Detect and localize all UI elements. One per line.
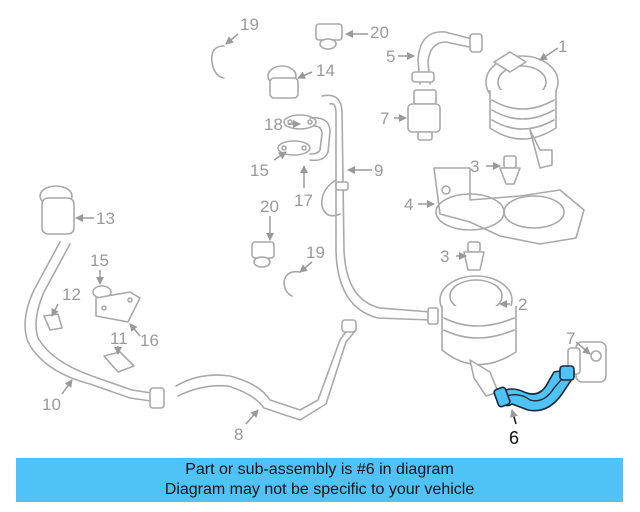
callout-4: 4	[404, 195, 413, 214]
part-10-hose[interactable]	[24, 241, 165, 409]
callout-19-upper: 19	[240, 15, 259, 34]
part-12-clip[interactable]	[43, 313, 63, 331]
callout-2: 2	[518, 295, 527, 314]
leader-12	[51, 303, 59, 317]
callout-16: 16	[140, 331, 159, 350]
callout-15-lower: 15	[90, 251, 109, 270]
callout-7-upper: 7	[380, 109, 389, 128]
callout-14: 14	[316, 61, 335, 80]
leader-lines	[51, 30, 591, 425]
part-16-bracket[interactable]	[95, 291, 141, 323]
part-5-hose[interactable]	[411, 31, 483, 85]
leader-15a	[273, 151, 287, 161]
leader-16	[129, 323, 141, 337]
callout-19-lower: 19	[306, 243, 325, 262]
part-2-pump[interactable]	[439, 275, 517, 397]
callout-labels: 1 2 3 3 4 5 6 7 7 8 9 10 11 12 13 14 15 …	[42, 15, 575, 448]
leader-19b	[299, 261, 313, 273]
parts-diagram: 1 2 3 3 4 5 6 7 7 8 9 10 11 12 13 14 15 …	[24, 15, 607, 448]
callout-20-upper: 20	[370, 23, 389, 42]
part-17-pipe[interactable]	[309, 116, 331, 162]
callout-8: 8	[234, 425, 243, 444]
callout-6: 6	[509, 428, 519, 448]
banner-line-2: Diagram may not be specific to your vehi…	[164, 481, 475, 498]
part-14-valve[interactable]	[267, 65, 299, 99]
part-20-sensor-upper[interactable]	[315, 23, 343, 50]
callout-12: 12	[62, 285, 81, 304]
part-7-valve-upper[interactable]	[407, 89, 441, 141]
callout-3-lower: 3	[440, 247, 449, 266]
leader-6	[510, 409, 518, 425]
part-3-lower[interactable]	[463, 241, 485, 271]
part-9-hose[interactable]	[320, 94, 439, 325]
callout-18: 18	[264, 115, 283, 134]
banner-line-1: Part or sub-assembly is #6 in diagram	[185, 461, 454, 478]
part-19-hose-upper[interactable]	[210, 45, 225, 79]
callout-11: 11	[110, 329, 128, 348]
part-19-hose-lower[interactable]	[283, 270, 301, 297]
part-4-bracket[interactable]	[433, 167, 585, 245]
part-1-air-pump[interactable]	[485, 51, 559, 169]
part-8-hose[interactable]	[175, 319, 357, 421]
part-15-gasket[interactable]	[277, 140, 311, 156]
leader-19a	[225, 33, 239, 45]
leader-1	[539, 47, 559, 61]
part-6-hose-highlighted[interactable]	[493, 365, 575, 412]
callout-17: 17	[294, 191, 313, 210]
leader-7b	[575, 341, 591, 355]
callout-13: 13	[96, 209, 115, 228]
leader-14	[297, 71, 313, 79]
leader-10	[61, 379, 73, 395]
callout-15-upper: 15	[250, 161, 269, 180]
callout-10: 10	[42, 395, 61, 414]
callout-3-upper: 3	[470, 157, 479, 176]
callout-20-lower: 20	[260, 197, 279, 216]
part-20-sensor-lower[interactable]	[251, 241, 275, 268]
info-banner: Part or sub-assembly is #6 in diagram Di…	[16, 458, 623, 502]
part-3-upper[interactable]	[499, 155, 521, 185]
callout-7-lower: 7	[566, 329, 575, 348]
callout-9: 9	[374, 161, 383, 180]
part-11-bracket[interactable]	[103, 351, 135, 373]
callout-1: 1	[558, 37, 567, 56]
callout-5: 5	[386, 47, 395, 66]
part-13-valve[interactable]	[39, 185, 75, 235]
leader-8	[245, 409, 259, 425]
